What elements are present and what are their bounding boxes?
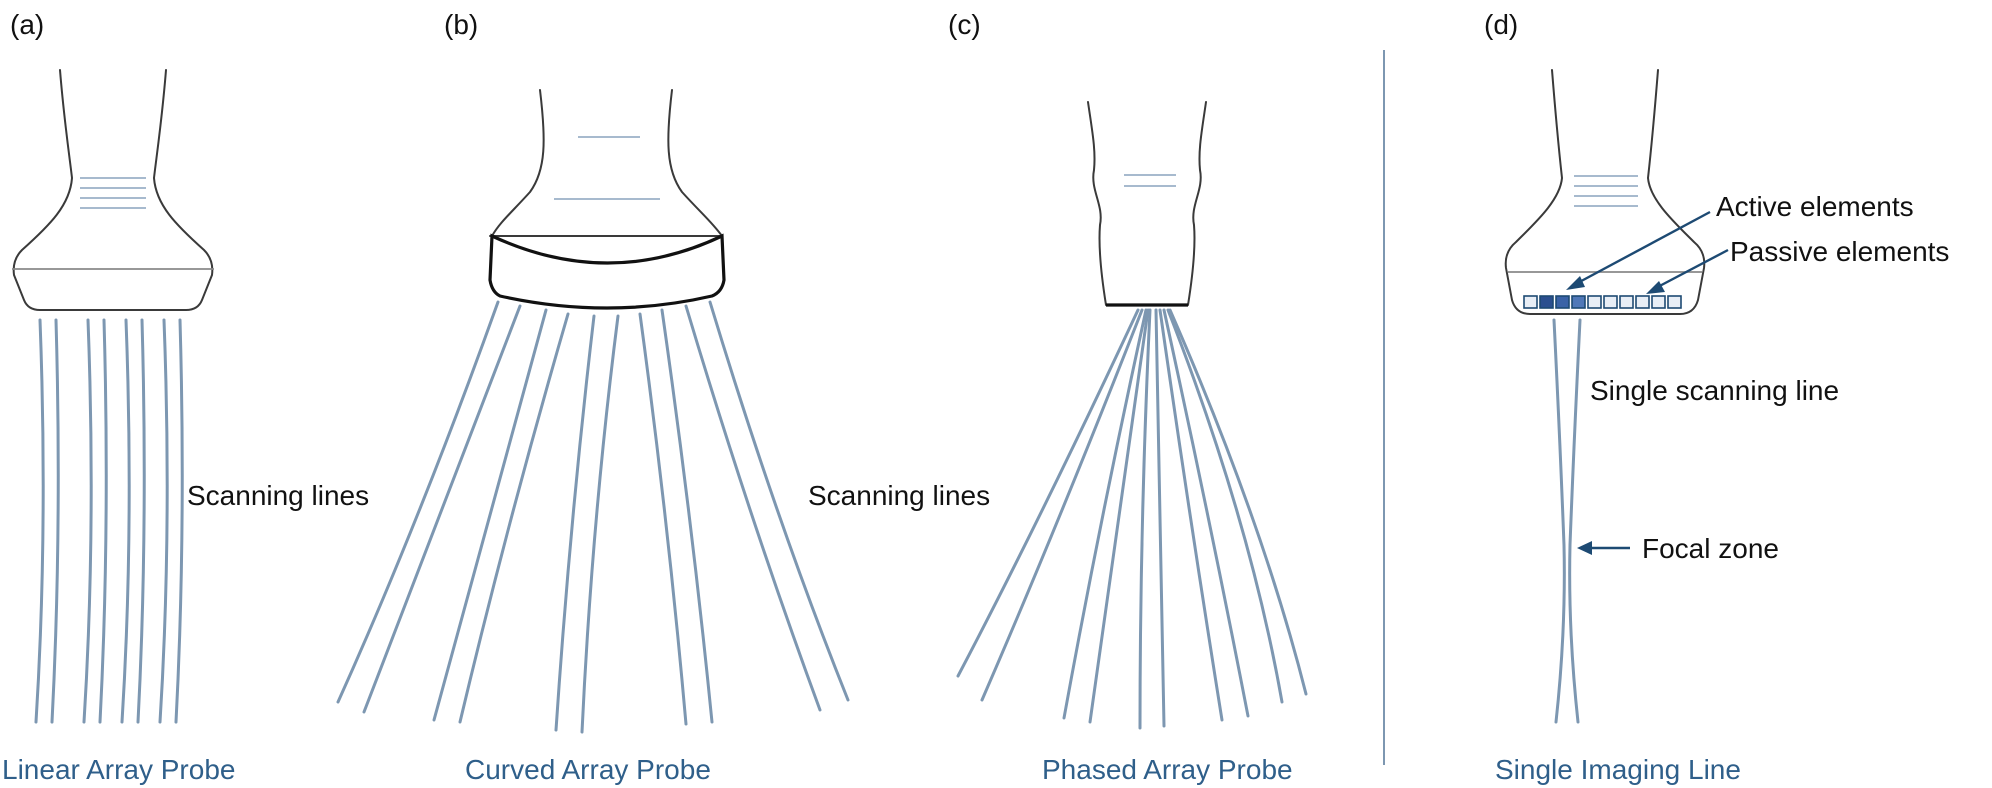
single-scan-line [1552, 318, 1582, 724]
linear-scan-lines [34, 318, 184, 724]
scan-line [458, 312, 570, 724]
element-passive [1651, 295, 1666, 309]
scan-line [956, 308, 1140, 678]
scan-line-left-edge [1552, 318, 1566, 724]
caption-curved: Curved Array Probe [465, 754, 711, 785]
panel-c-letter: (c) [948, 9, 981, 40]
scanning-lines-label-b: Scanning lines [808, 480, 990, 511]
scan-line [1162, 308, 1250, 718]
scan-line [708, 300, 850, 702]
scan-line [50, 318, 60, 724]
curved-probe-icon [488, 89, 726, 310]
panel-d: (d) [1484, 9, 1949, 785]
scan-line [82, 318, 93, 724]
panel-b-letter: (b) [444, 9, 478, 40]
scan-line [684, 304, 822, 712]
scan-line [34, 318, 45, 724]
focal-zone-arrow [1577, 541, 1630, 555]
scan-line [580, 314, 620, 734]
element-passive [1603, 295, 1618, 309]
scan-line [1168, 308, 1308, 696]
panel-b: (b) Scanning lines Curved Array Probe [336, 9, 990, 785]
single-scanning-line-label: Single scanning line [1590, 375, 1839, 406]
element-active [1555, 295, 1570, 309]
single-line-probe-icon [1504, 69, 1706, 315]
focal-zone-label: Focal zone [1642, 533, 1779, 564]
scan-line [638, 312, 688, 726]
element-active [1539, 295, 1554, 309]
scan-line [362, 304, 522, 714]
scan-line [158, 318, 169, 724]
panel-a-letter: (a) [10, 9, 44, 40]
scan-line-right-edge [1568, 318, 1582, 724]
element-passive [1619, 295, 1634, 309]
element-passive [1587, 295, 1602, 309]
curved-scan-lines [336, 300, 850, 734]
caption-linear: Linear Array Probe [2, 754, 235, 785]
scan-line [1088, 308, 1150, 724]
scan-line [554, 314, 596, 732]
element-passive [1667, 295, 1682, 309]
scan-line [1138, 308, 1152, 730]
element-passive [1523, 295, 1538, 309]
scan-line [98, 318, 108, 724]
scan-line [136, 318, 146, 724]
scanning-lines-label-a: Scanning lines [187, 480, 369, 511]
linear-probe-icon [12, 69, 214, 311]
active-elements-arrow [1566, 210, 1711, 290]
scan-line [120, 318, 131, 724]
transducer-element-array [1523, 295, 1682, 309]
panel-c: (c) Phased Array Probe [948, 9, 1308, 785]
element-active [1571, 295, 1586, 309]
scan-line [336, 300, 500, 704]
caption-phased: Phased Array Probe [1042, 754, 1293, 785]
element-passive [1635, 295, 1650, 309]
passive-elements-arrow [1646, 248, 1729, 294]
scan-line [1154, 308, 1166, 728]
active-elements-label: Active elements [1716, 191, 1914, 222]
scan-line [980, 308, 1144, 702]
phased-scan-lines [956, 308, 1308, 730]
panel-a: (a) Scanning lines Linear Array Probe [2, 9, 369, 785]
caption-single: Single Imaging Line [1495, 754, 1741, 785]
scan-line [1062, 308, 1148, 720]
scan-line [660, 308, 714, 724]
phased-probe-icon [1087, 101, 1207, 307]
scan-line [174, 318, 184, 724]
panel-d-letter: (d) [1484, 9, 1518, 40]
scan-line [432, 308, 548, 722]
passive-elements-label: Passive elements [1730, 236, 1949, 267]
scan-line [1158, 308, 1224, 722]
scan-line [1166, 308, 1284, 704]
